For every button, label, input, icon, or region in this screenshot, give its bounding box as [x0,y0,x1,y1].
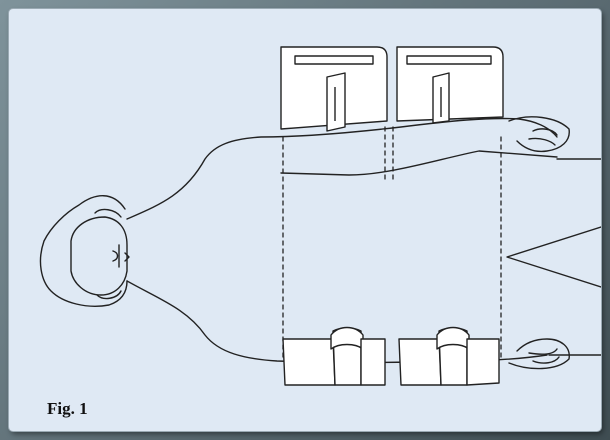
dashed-guides [283,127,501,361]
top-device-right [397,47,503,123]
head [40,196,129,306]
legs-inner-wedge [507,227,601,287]
figure-caption: Fig. 1 [47,399,88,419]
bottom-device-right [399,328,499,386]
patient-diagram [9,9,601,431]
body-outline-top [127,118,557,219]
diagram-panel: Fig. 1 [9,9,601,431]
hand-top-fingers [529,129,557,145]
arm-inner-line-top [281,151,557,175]
top-device-left [281,47,387,131]
bottom-device-left [283,328,385,386]
hand-top [509,117,569,152]
ear-left [95,210,121,217]
